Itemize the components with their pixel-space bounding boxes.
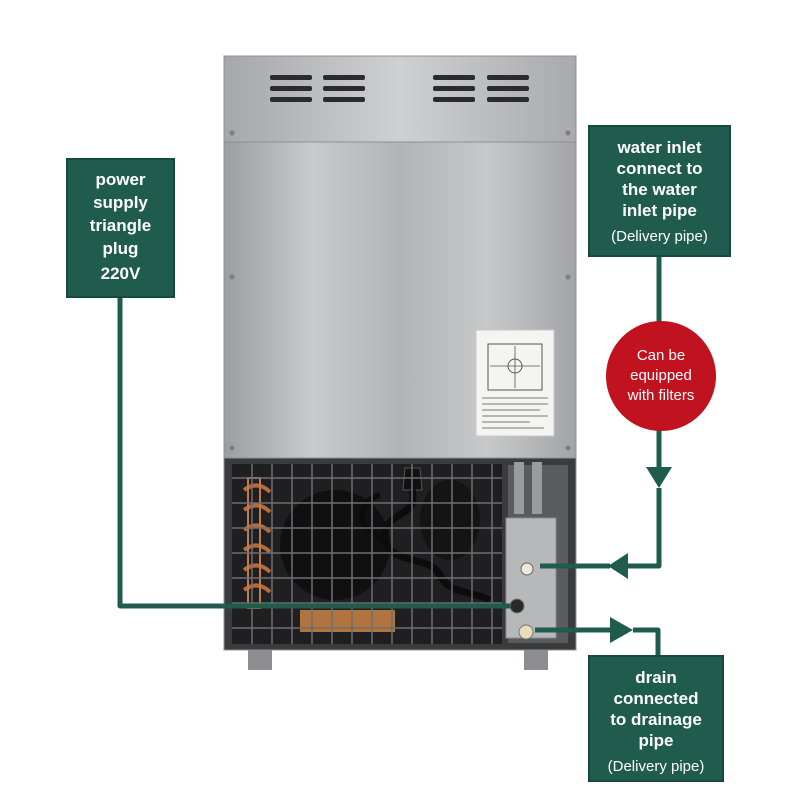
inlet-note: (Delivery pipe) bbox=[611, 228, 708, 245]
arrow-head-icon bbox=[608, 553, 628, 579]
arrow-head-icon bbox=[646, 467, 672, 488]
spec-label bbox=[475, 329, 555, 437]
arrow-head-icon bbox=[610, 617, 633, 643]
drain-line-3: to drainage bbox=[610, 710, 702, 729]
connector-drain bbox=[535, 627, 661, 656]
screw-icon bbox=[229, 130, 571, 451]
foot-right bbox=[524, 650, 548, 670]
drain-port bbox=[518, 624, 534, 640]
drain-callout: drain connected to drainage pipe (Delive… bbox=[588, 655, 724, 782]
connector-power bbox=[117, 297, 510, 609]
power-voltage: 220V bbox=[100, 264, 141, 283]
power-line-3: triangle bbox=[89, 216, 152, 235]
power-line-4: plug bbox=[102, 239, 139, 258]
inlet-line-3: the water bbox=[622, 180, 697, 199]
power-line-1: power bbox=[95, 170, 146, 189]
power-supply-callout: power supply triangle plug 220V bbox=[66, 158, 175, 298]
filter-badge: Can be equipped with filters bbox=[606, 321, 716, 431]
drain-line-2: connected bbox=[613, 689, 699, 708]
water-inlet-callout: water inlet connect to the water inlet p… bbox=[588, 125, 731, 257]
drain-line-4: pipe bbox=[638, 731, 674, 750]
refrigeration-compartment bbox=[232, 462, 568, 644]
connector-inlet bbox=[540, 256, 662, 569]
drain-line-1: drain bbox=[635, 668, 677, 687]
inlet-line-2: connect to bbox=[616, 159, 703, 178]
power-port bbox=[509, 598, 525, 614]
foot-left bbox=[248, 650, 272, 670]
power-line-2: supply bbox=[93, 193, 148, 212]
inlet-line-1: water inlet bbox=[617, 138, 702, 157]
inlet-line-4: inlet pipe bbox=[622, 201, 697, 220]
drain-note: (Delivery pipe) bbox=[607, 758, 705, 775]
vent-slot-icon bbox=[270, 75, 529, 102]
inlet-port bbox=[520, 562, 534, 576]
filter-badge-text: Can be equipped with filters bbox=[627, 347, 695, 404]
